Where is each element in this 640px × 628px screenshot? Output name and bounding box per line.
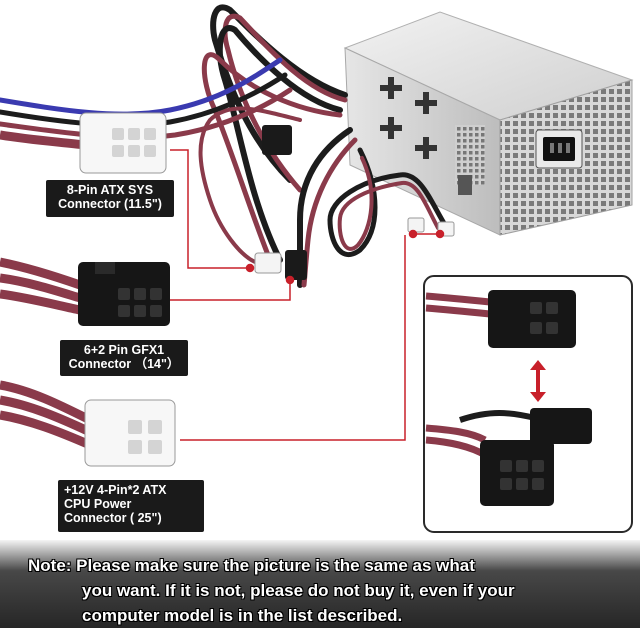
note-line-3: computer model is in the list described.: [82, 606, 403, 625]
atx-8pin-connector: [0, 112, 167, 174]
callout-lines: [170, 149, 445, 441]
cpu-power-connector-label: +12V 4-Pin*2 ATX CPU Power Connector ( 2…: [58, 480, 204, 532]
cpu-4pin-connector: [0, 380, 176, 467]
cable-end-connectors: [254, 125, 455, 280]
comparison-inset: [423, 275, 633, 533]
note-line-2: you want. If it is not, please do not bu…: [82, 581, 515, 600]
power-supply-unit: [343, 11, 634, 236]
note-text: Note: Please make sure the picture is th…: [28, 553, 628, 628]
gfx-6plus2-connector: [0, 257, 170, 326]
wire-harness: [0, 4, 448, 288]
gfx-connector-label: 6+2 Pin GFX1 Connector （14"）: [60, 340, 188, 376]
atx-sys-connector-label: 8-Pin ATX SYS Connector (11.5"): [46, 180, 174, 217]
note-line-1: Note: Please make sure the picture is th…: [28, 556, 475, 575]
note-banner: [0, 540, 640, 628]
